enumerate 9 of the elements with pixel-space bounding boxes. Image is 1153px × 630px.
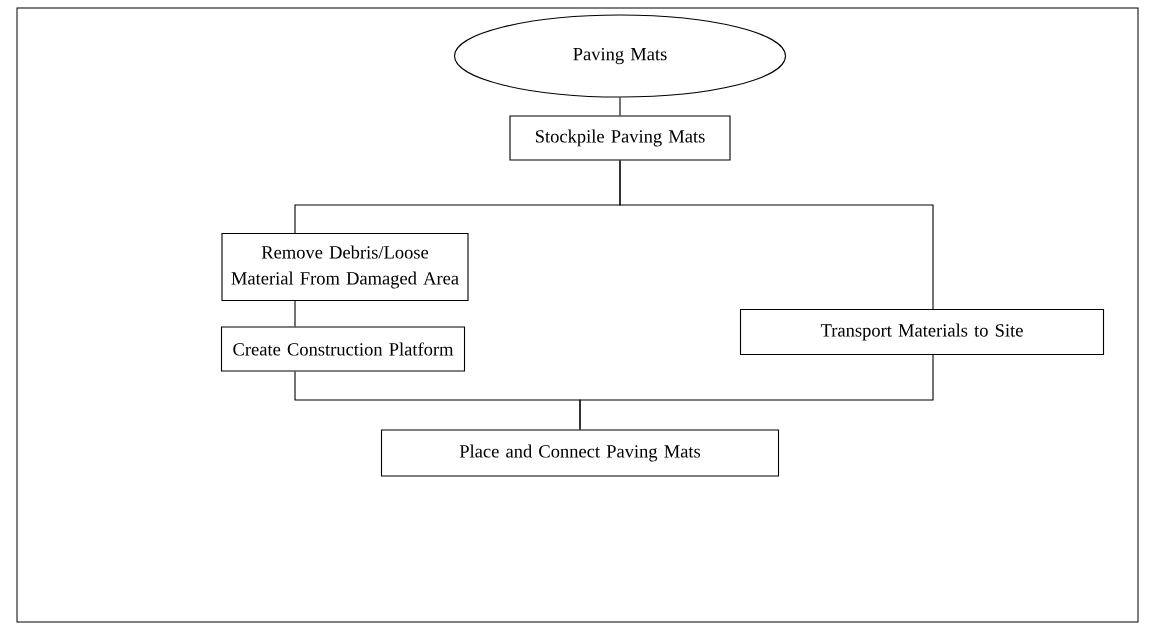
process-box: Transport Materials to Site (739, 308, 1105, 356)
connector (579, 354, 934, 430)
process-box: Create Construction Platform (220, 326, 466, 372)
process-box: Stockpile Paving Mats (509, 115, 731, 161)
connector (619, 160, 934, 310)
process-box: Place and Connect Paving Mats (380, 429, 780, 477)
connector (619, 97, 621, 116)
process-box: Remove Debris/Loose Material From Damaged Area (221, 232, 469, 302)
connector (294, 300, 296, 327)
